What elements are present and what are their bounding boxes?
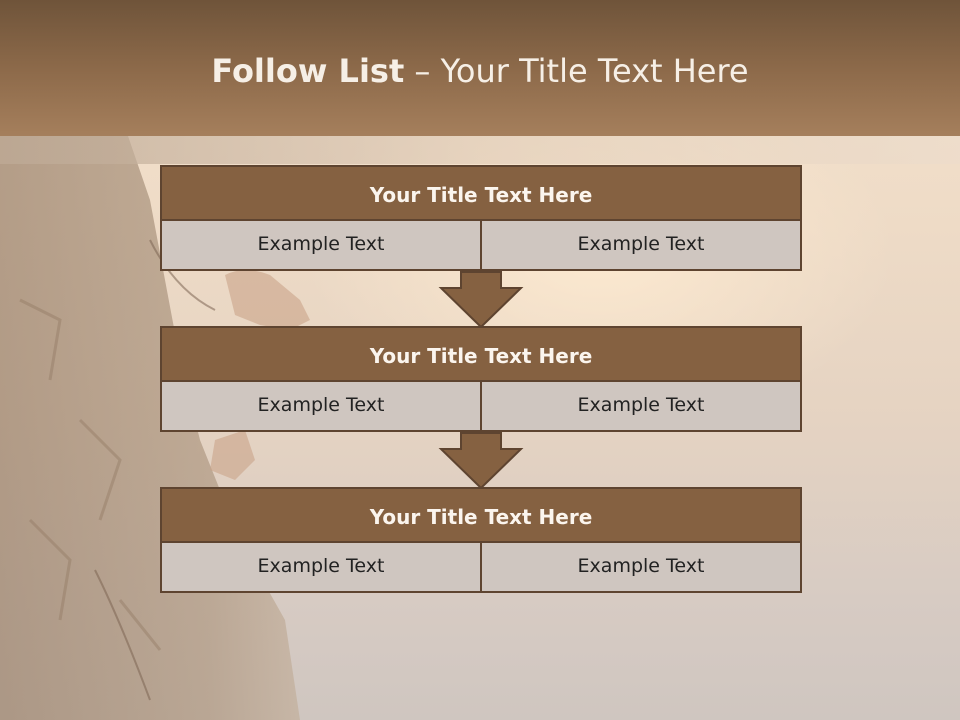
down-arrow-icon [438,271,524,329]
block-row: Example Text Example Text [160,221,802,271]
block-title: Your Title Text Here [160,165,802,221]
header-strip [0,136,960,164]
block-row: Example Text Example Text [160,543,802,593]
list-block-3: Your Title Text Here Example Text Exampl… [160,487,802,593]
block-title: Your Title Text Here [160,487,802,543]
list-block-2: Your Title Text Here Example Text Exampl… [160,326,802,432]
block-cell-left: Example Text [160,221,482,271]
list-block-1: Your Title Text Here Example Text Exampl… [160,165,802,271]
block-cell-right: Example Text [482,382,802,432]
page-title: Follow List – Your Title Text Here [0,52,960,90]
block-title: Your Title Text Here [160,326,802,382]
block-cell-right: Example Text [482,221,802,271]
rock-texture [19,298,162,651]
climber-silhouette [210,270,310,480]
block-cell-left: Example Text [160,543,482,593]
title-rest: – Your Title Text Here [404,52,749,90]
climbing-rope [94,239,216,701]
block-cell-left: Example Text [160,382,482,432]
block-row: Example Text Example Text [160,382,802,432]
down-arrow-icon [438,432,524,490]
block-cell-right: Example Text [482,543,802,593]
title-bar [0,0,960,136]
title-bold: Follow List [211,52,405,90]
